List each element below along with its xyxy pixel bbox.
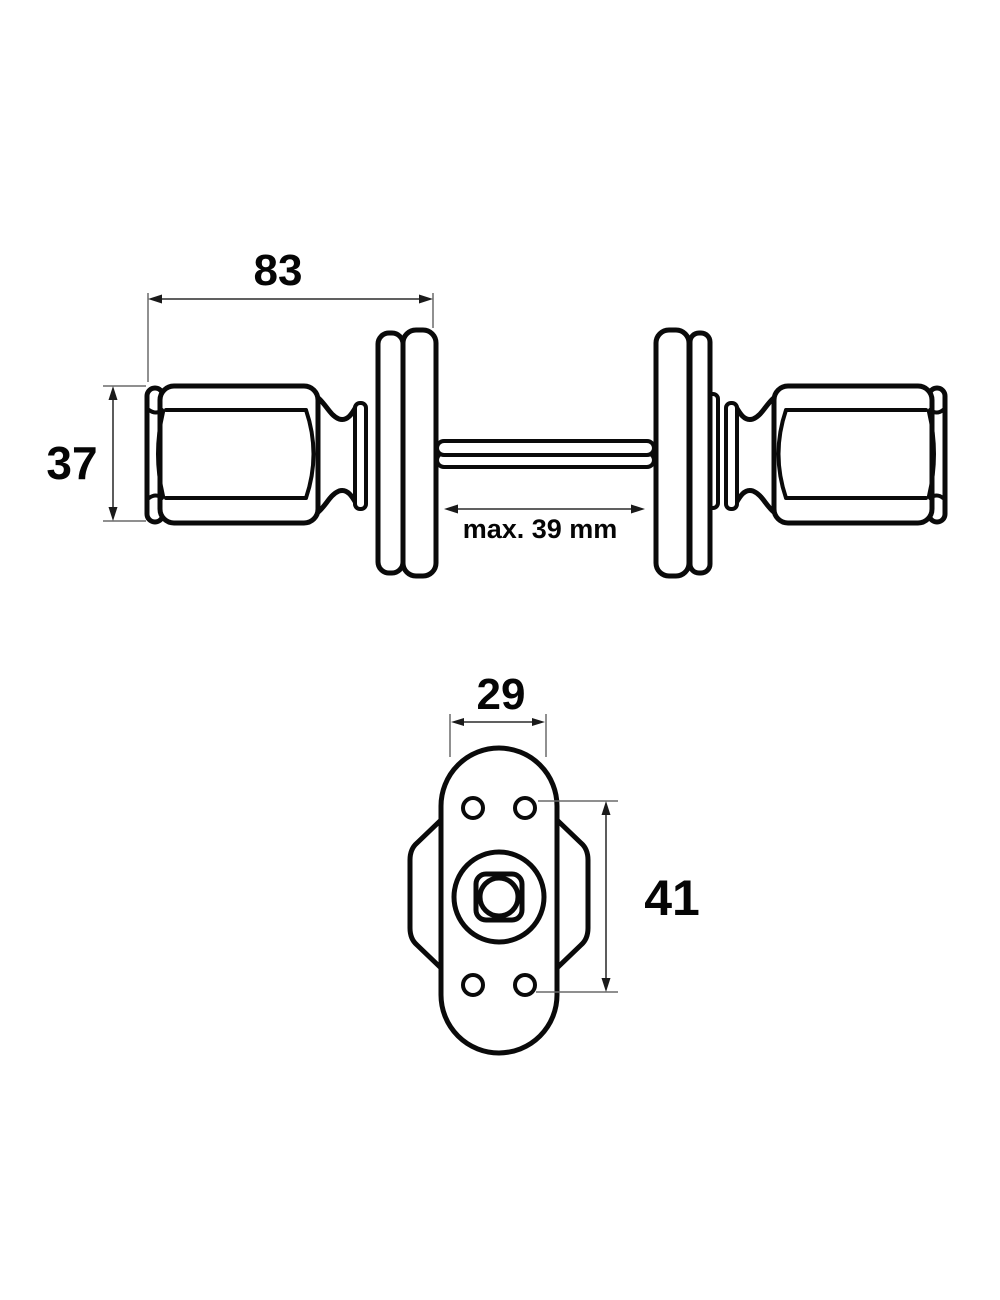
dimension-knob-diameter-arrow-top (108, 386, 118, 400)
left-rose-outer-plate (400, 327, 439, 579)
knob-silhouette-left-wing (407, 817, 444, 971)
dimension-overall-length-value: 83 (254, 246, 303, 295)
left-rose (375, 327, 439, 579)
dimension-plate-width-arrow-left (451, 718, 464, 726)
spindle (435, 439, 656, 469)
dimension-hole-spacing-arrow-top (601, 801, 611, 815)
front-view: 29 41 (407, 670, 700, 1056)
dimension-spindle-clearance-arrow-right (631, 504, 645, 514)
spindle-upper-bar (435, 439, 656, 457)
knob-silhouette-right-wing (554, 817, 591, 971)
screw-hole-bottom-left (461, 973, 485, 997)
dimension-overall-length-arrow-left (148, 294, 162, 304)
right-knob-flare-rim (724, 401, 739, 511)
dimension-overall-length: 83 (147, 246, 434, 382)
right-rose-inner-plate (687, 330, 713, 576)
dimension-spindle-clearance-arrow-left (444, 504, 458, 514)
side-view: 83 37 max. 39 mm (46, 246, 948, 579)
left-knob-flare-rim (353, 401, 368, 511)
right-knob-body (771, 383, 935, 526)
dimension-plate-width: 29 (449, 670, 547, 757)
screw-hole-top-left (461, 796, 485, 820)
screw-hole-bottom-right (513, 973, 537, 997)
screw-hole-top-right (513, 796, 537, 820)
dimension-hole-spacing-arrow-bottom (601, 978, 611, 992)
dimension-hole-spacing-value: 41 (644, 870, 700, 926)
right-knob-body-detail (776, 408, 945, 500)
dimension-spindle-clearance: max. 39 mm (444, 504, 645, 544)
dimension-spindle-clearance-value: max. 39 mm (463, 514, 618, 544)
right-rose (653, 327, 720, 579)
dimension-knob-diameter-value: 37 (46, 437, 97, 489)
left-rose-inner-plate (375, 330, 406, 576)
dimension-knob-diameter: 37 (46, 385, 146, 522)
dimension-hole-spacing: 41 (536, 800, 700, 993)
spindle-round-hole (477, 875, 521, 919)
left-knob-body-detail (147, 408, 316, 500)
left-knob-body (157, 383, 321, 526)
dimension-plate-width-value: 29 (477, 670, 526, 719)
dimension-plate-width-arrow-right (532, 718, 545, 726)
dimension-overall-length-arrow-right (419, 294, 433, 304)
right-rose-outer-plate (653, 327, 692, 579)
dimension-knob-diameter-arrow-bottom (108, 507, 118, 521)
